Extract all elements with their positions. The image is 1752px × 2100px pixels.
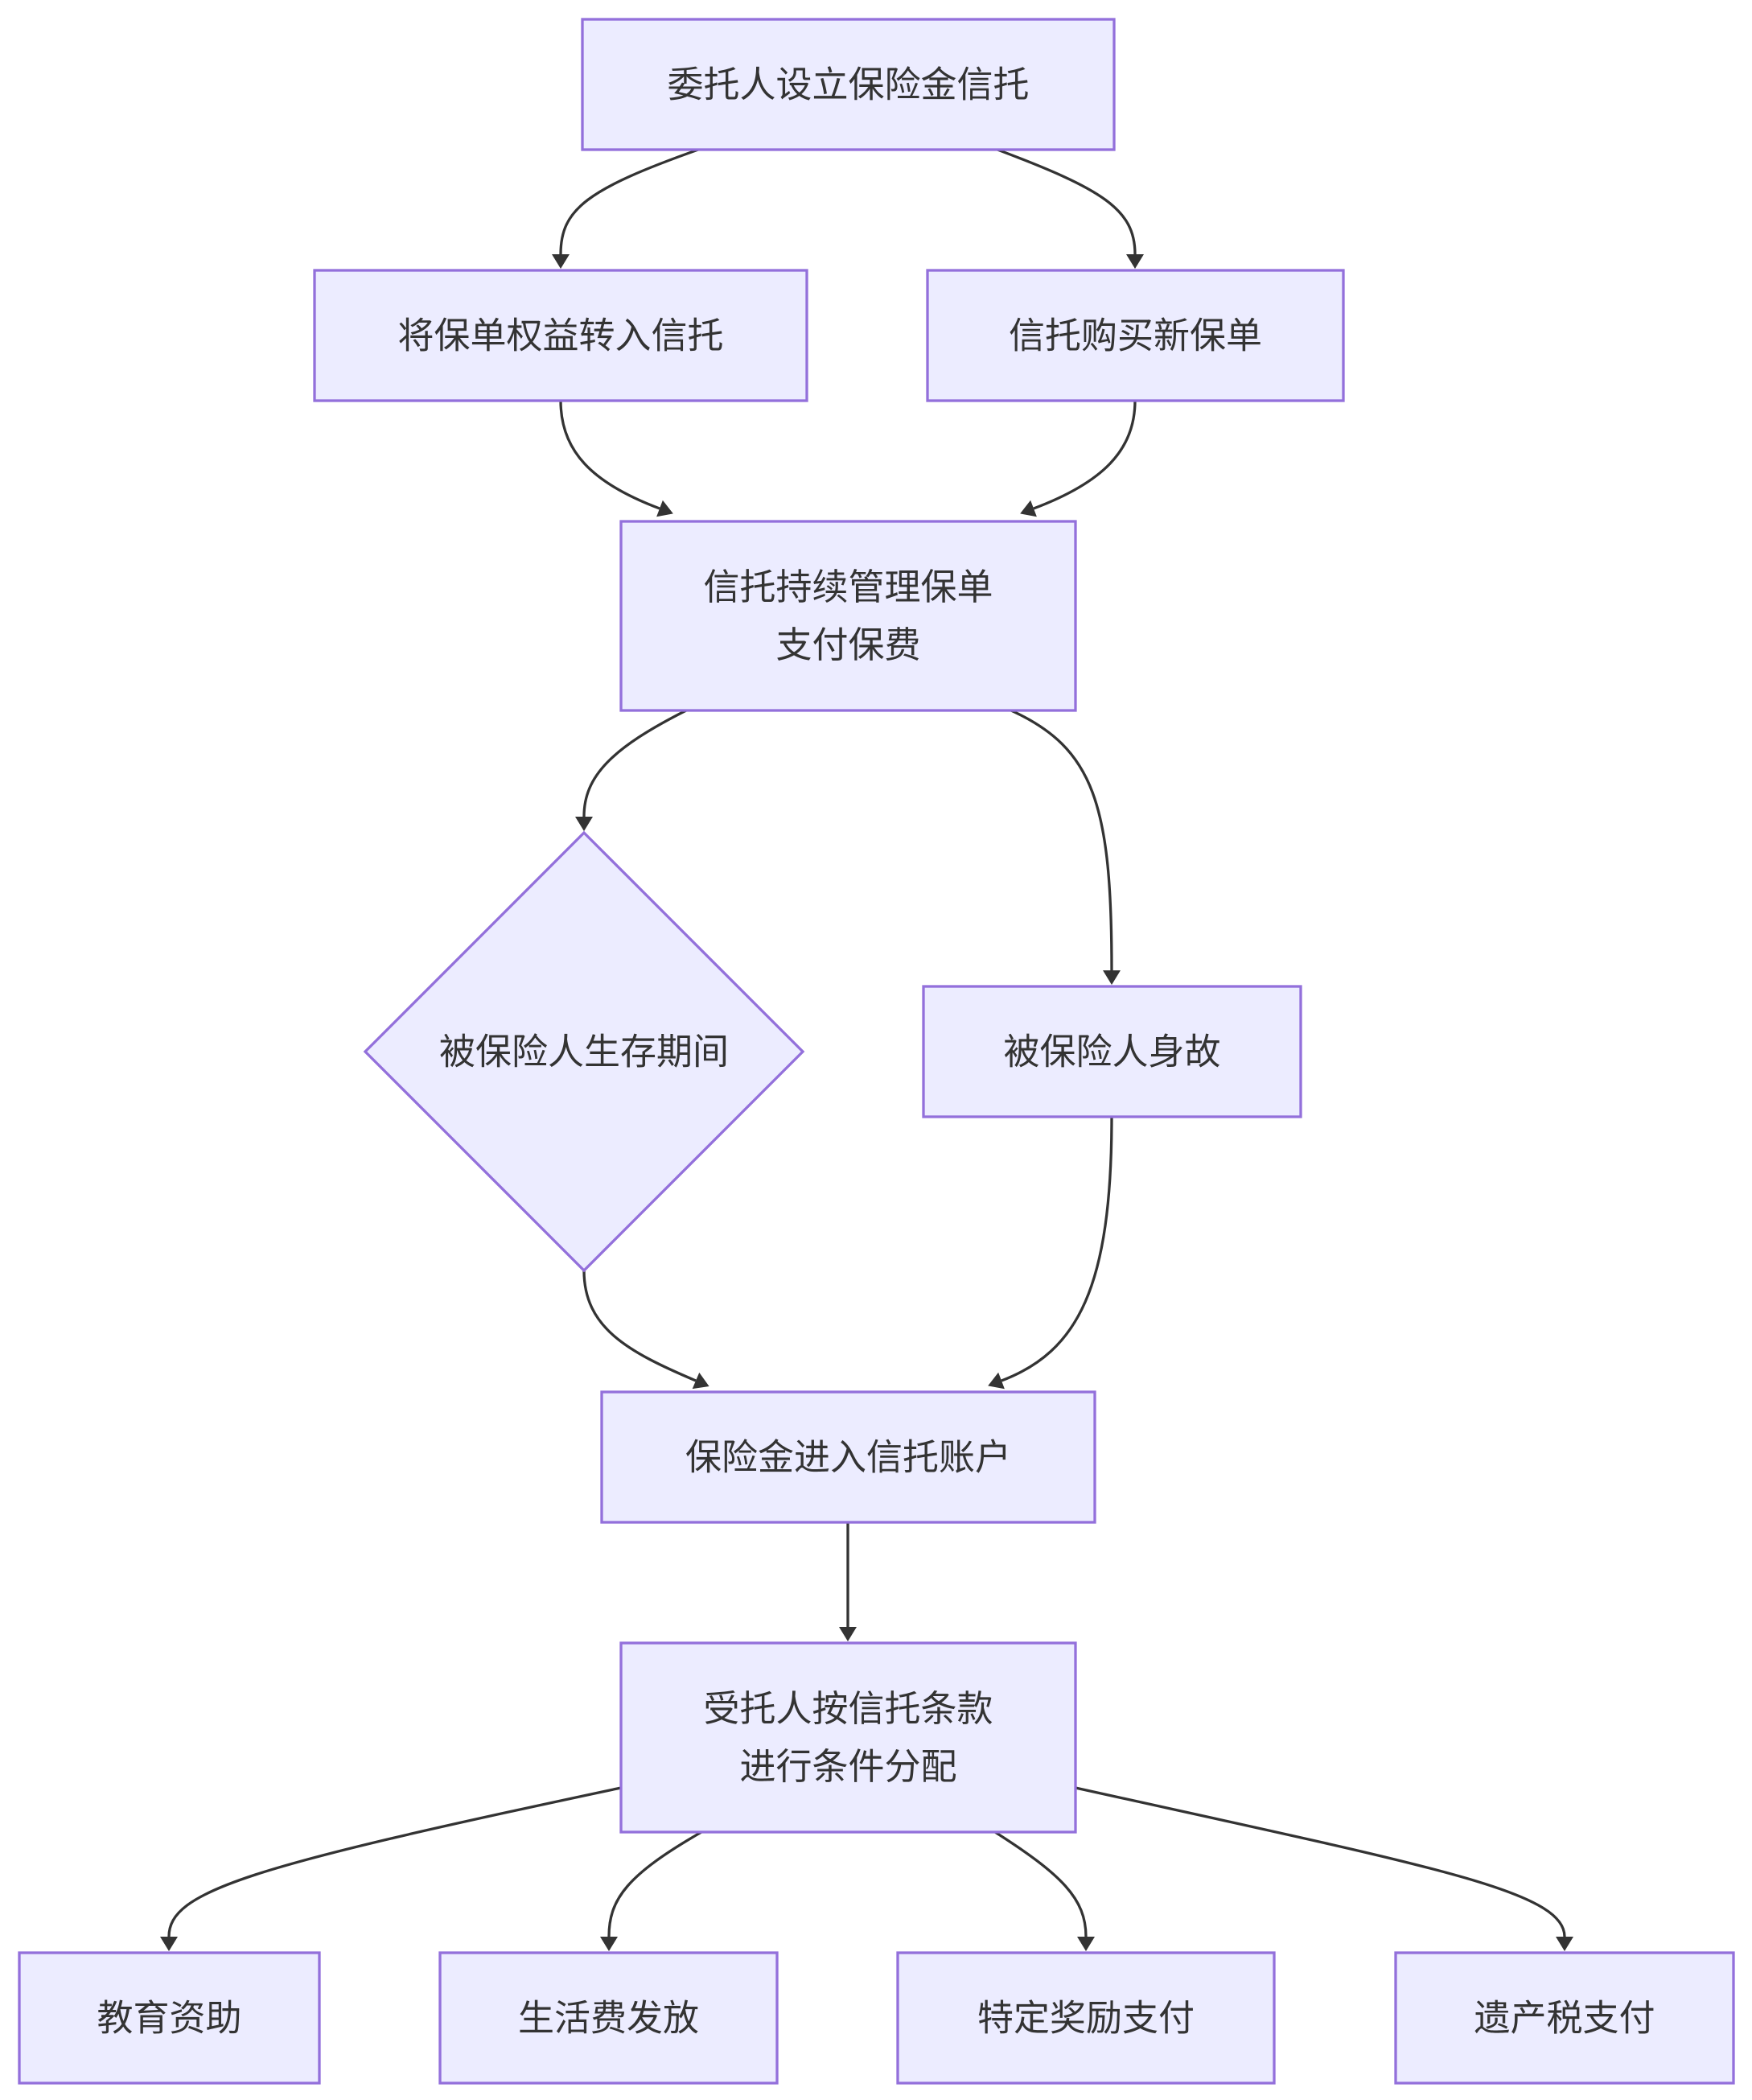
- node-label: 保险金进入信托账户: [685, 1436, 1011, 1479]
- node-label: 支付保费: [775, 624, 920, 666]
- process-box: [313, 269, 808, 402]
- arrowhead-icon: [656, 500, 673, 517]
- arrowhead-icon: [692, 1372, 709, 1390]
- node-label: 信托购买新保单: [1009, 315, 1262, 357]
- node-buy[interactable]: 信托购买新保单: [926, 269, 1345, 402]
- node-label: 特定奖励支付: [977, 1997, 1195, 2040]
- node-label: 将保单权益转入信托: [397, 315, 723, 357]
- edge-distribute-to-reward: [994, 1830, 1095, 1951]
- edge-distribute-to-living: [600, 1830, 702, 1951]
- arrowhead-icon: [1103, 970, 1121, 985]
- process-box: [619, 1641, 1077, 1834]
- arrowhead-icon: [1077, 1937, 1095, 1951]
- node-label: 被保险人生存期间: [439, 1031, 729, 1073]
- process-box: [619, 520, 1077, 712]
- process-box: [922, 985, 1302, 1118]
- edge-line: [1001, 1116, 1113, 1382]
- process-box: [600, 1390, 1096, 1524]
- edge-line: [607, 1830, 702, 1937]
- edge-line: [1075, 1786, 1566, 1937]
- node-setup[interactable]: 委托人设立保险金信托: [581, 18, 1116, 151]
- edge-buy-to-manage: [1020, 400, 1137, 517]
- process-box: [896, 1951, 1276, 2085]
- edge-alive-to-account: [582, 1270, 709, 1390]
- node-transfer[interactable]: 将保单权益转入信托: [313, 269, 808, 402]
- arrowhead-icon: [1020, 500, 1037, 517]
- process-box: [18, 1951, 321, 2085]
- edge-setup-to-transfer: [552, 148, 699, 269]
- arrowhead-icon: [552, 254, 570, 269]
- node-death[interactable]: 被保险人身故: [922, 985, 1302, 1118]
- arrowhead-icon: [988, 1372, 1005, 1390]
- edge-distribute-to-tax: [1075, 1786, 1573, 1951]
- node-label: 信托持续管理保单: [703, 566, 993, 608]
- edges-layer: [160, 148, 1573, 1951]
- node-tax[interactable]: 遗产税支付: [1394, 1951, 1735, 2085]
- edge-line: [994, 1830, 1088, 1937]
- edge-line: [559, 148, 699, 255]
- edge-manage-to-alive: [575, 709, 687, 831]
- edge-death-to-account: [988, 1116, 1113, 1390]
- node-label: 被保险人身故: [1003, 1031, 1220, 1073]
- arrowhead-icon: [1556, 1937, 1573, 1951]
- node-label: 受托人按信托条款: [703, 1687, 993, 1730]
- node-account[interactable]: 保险金进入信托账户: [600, 1390, 1096, 1524]
- edge-account-to-distribute: [839, 1522, 857, 1641]
- edge-line: [167, 1786, 622, 1937]
- edge-line: [582, 1270, 697, 1382]
- decision-diamond: [363, 830, 805, 1273]
- node-label: 委托人设立保险金信托: [667, 64, 1029, 106]
- edge-line: [1010, 709, 1113, 971]
- process-box: [438, 1951, 779, 2085]
- edge-manage-to-death: [1010, 709, 1121, 985]
- edge-setup-to-buy: [997, 148, 1144, 269]
- node-label: 进行条件分配: [739, 1745, 956, 1788]
- node-label: 遗产税支付: [1474, 1997, 1655, 2040]
- process-box: [581, 18, 1116, 151]
- process-box: [1394, 1951, 1735, 2085]
- arrowhead-icon: [160, 1937, 178, 1951]
- edge-distribute-to-education: [160, 1786, 622, 1951]
- process-box: [926, 269, 1345, 402]
- node-alive[interactable]: 被保险人生存期间: [363, 830, 805, 1273]
- arrowhead-icon: [600, 1937, 618, 1951]
- node-education[interactable]: 教育资助: [18, 1951, 321, 2085]
- edge-line: [559, 400, 660, 510]
- node-label: 教育资助: [97, 1997, 241, 2040]
- arrowhead-icon: [575, 817, 593, 831]
- node-reward[interactable]: 特定奖励支付: [896, 1951, 1276, 2085]
- edge-line: [997, 148, 1137, 255]
- node-label: 生活费发放: [518, 1997, 699, 2040]
- arrowhead-icon: [839, 1627, 857, 1641]
- arrowhead-icon: [1126, 254, 1144, 269]
- edge-line: [1033, 400, 1137, 510]
- edge-line: [582, 709, 687, 817]
- edge-transfer-to-manage: [559, 400, 673, 517]
- node-living[interactable]: 生活费发放: [438, 1951, 779, 2085]
